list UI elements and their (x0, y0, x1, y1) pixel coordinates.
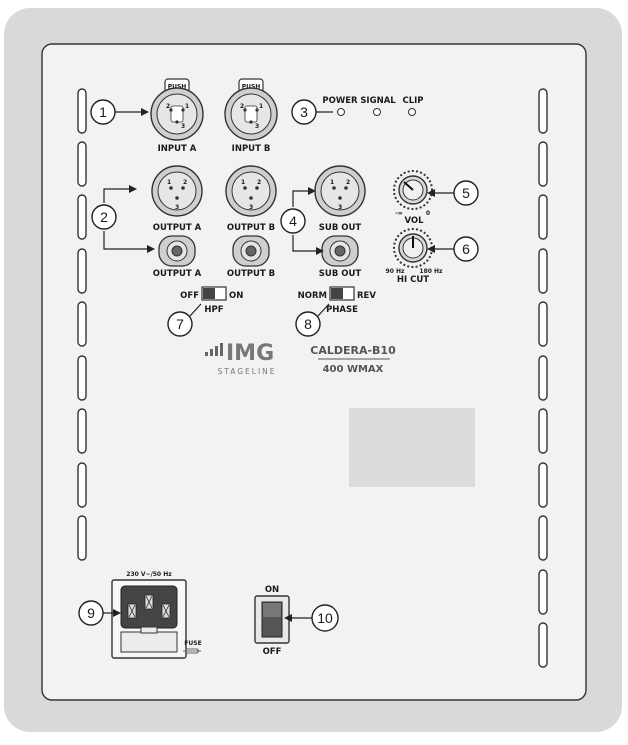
svg-text:8: 8 (304, 316, 312, 332)
svg-text:4: 4 (289, 213, 297, 229)
callout-3: 3 (291, 99, 317, 125)
phase-slide-switch (329, 286, 355, 301)
led-power (337, 108, 345, 116)
callout-2: 2 (91, 204, 117, 230)
hpf-label: HPF (204, 305, 223, 315)
sub-out-jack (321, 235, 359, 267)
callout-9: 9 (78, 600, 104, 626)
hpf-off-label: OFF (180, 291, 199, 301)
led-clip (408, 108, 416, 116)
sub-out-xlr: 1 2 3 (314, 165, 366, 217)
svg-text:3: 3 (255, 123, 259, 130)
led-clip-label: CLIP (402, 96, 423, 106)
model-name: CALDERA-B10 (310, 344, 396, 357)
output-a-jack (158, 235, 196, 267)
svg-text:10: 10 (317, 610, 333, 626)
svg-text:2: 2 (346, 179, 350, 186)
sub-out-xlr-label: SUB OUT (319, 223, 362, 233)
phase-label: PHASE (326, 305, 358, 315)
hi-cut-max-label: 180 Hz (419, 268, 443, 275)
callout-10: 10 (311, 604, 339, 632)
output-a-xlr: 1 2 3 (151, 165, 203, 217)
vol-label: VOL (404, 216, 424, 226)
svg-text:1: 1 (167, 179, 171, 186)
hpf-slide-switch (201, 286, 227, 301)
model-power: 400 WMAX (323, 364, 384, 375)
svg-text:3: 3 (338, 204, 342, 211)
svg-text:IMG: IMG (226, 341, 274, 366)
svg-text:2: 2 (183, 179, 187, 186)
svg-text:7: 7 (176, 316, 184, 332)
callout-5: 5 (453, 180, 479, 206)
leader-lines (103, 111, 454, 619)
power-rocker-switch (254, 595, 290, 644)
power-switch-on-label: ON (265, 585, 279, 595)
svg-text:1: 1 (185, 103, 189, 110)
label-plate (349, 408, 475, 487)
output-a-xlr-label: OUTPUT A (153, 223, 202, 233)
vent-slots-right (538, 88, 548, 668)
output-b-jack (232, 235, 270, 267)
callout-6: 6 (453, 236, 479, 262)
callout-8: 8 (295, 311, 321, 337)
vol-min-label: -∞ (395, 210, 403, 217)
vol-max-label: 0 (426, 210, 430, 217)
fuse-icon (183, 648, 201, 654)
sub-out-jack-label: SUB OUT (319, 269, 362, 279)
svg-text:6: 6 (462, 241, 470, 257)
fuse-label: FUSE (184, 640, 201, 647)
svg-text:PUSH: PUSH (242, 84, 261, 91)
svg-text:3: 3 (300, 104, 308, 120)
svg-text:1: 1 (259, 103, 263, 110)
svg-text:2: 2 (240, 103, 244, 110)
output-b-jack-label: OUTPUT B (227, 269, 275, 279)
hpf-on-label: ON (229, 291, 243, 301)
svg-text:3: 3 (181, 123, 185, 130)
svg-text:2: 2 (166, 103, 170, 110)
output-b-xlr-label: OUTPUT B (227, 223, 275, 233)
led-signal (373, 108, 381, 116)
svg-text:1: 1 (330, 179, 334, 186)
callout-7: 7 (167, 311, 193, 337)
hi-cut-knob (393, 228, 433, 268)
svg-text:2: 2 (257, 179, 261, 186)
hi-cut-min-label: 90 Hz (386, 268, 405, 275)
output-b-xlr: 1 2 3 (225, 165, 277, 217)
svg-text:3: 3 (175, 204, 179, 211)
callout-1: 1 (90, 99, 116, 125)
svg-text:PUSH: PUSH (168, 84, 187, 91)
callout-4: 4 (280, 208, 306, 234)
hi-cut-label: HI CUT (397, 275, 429, 285)
input-b-combo-jack: PUSH 2 1 3 (224, 78, 278, 141)
svg-text:3: 3 (249, 204, 253, 211)
brand-logo: IMG STAGELINE (205, 341, 276, 376)
iec-power-inlet (111, 579, 187, 659)
svg-text:1: 1 (241, 179, 245, 186)
vent-slots-left (77, 88, 87, 561)
led-signal-label: SIGNAL (360, 96, 396, 106)
svg-text:1: 1 (99, 104, 107, 120)
svg-text:9: 9 (87, 605, 95, 621)
vol-knob (393, 170, 433, 210)
led-power-label: POWER (322, 96, 358, 106)
svg-text:STAGELINE: STAGELINE (217, 367, 276, 376)
phase-rev-label: REV (357, 291, 376, 301)
svg-text:2: 2 (100, 209, 108, 225)
input-a-label: INPUT A (158, 144, 197, 154)
output-a-jack-label: OUTPUT A (153, 269, 202, 279)
power-switch-off-label: OFF (263, 647, 282, 657)
power-rating-label: 230 V~/50 Hz (126, 571, 172, 578)
leader-arrowheads (113, 108, 435, 622)
svg-text:5: 5 (462, 185, 470, 201)
input-a-combo-jack: PUSH 2 1 3 (150, 78, 204, 141)
input-b-label: INPUT B (232, 144, 271, 154)
phase-norm-label: NORM (298, 291, 327, 301)
